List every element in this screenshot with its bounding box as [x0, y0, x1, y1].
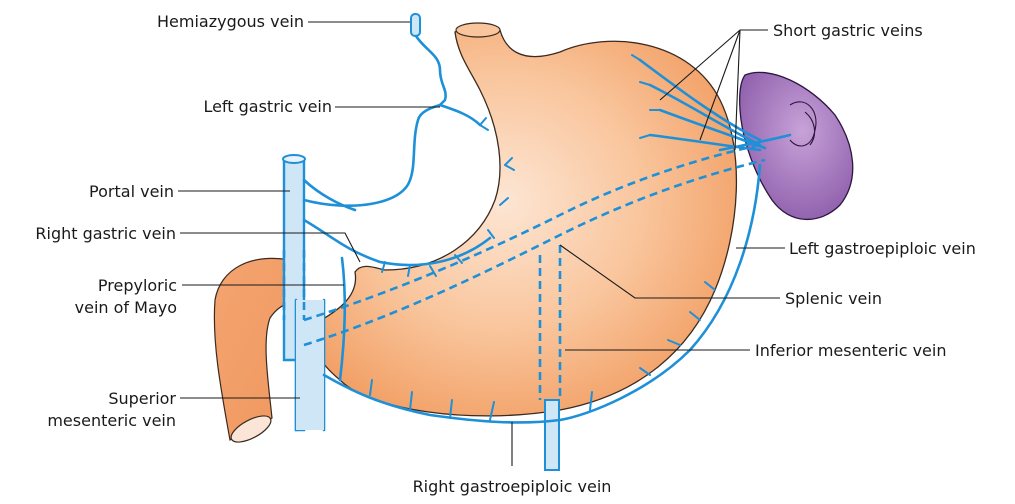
label-superior-mes-2: mesenteric vein — [47, 411, 176, 430]
label-prepyloric-2: vein of Mayo — [75, 298, 177, 317]
label-hemiazygous-vein: Hemiazygous vein — [157, 12, 304, 31]
label-superior-mes-1: Superior — [108, 389, 176, 408]
superior-mesenteric-vein-fill — [296, 300, 324, 430]
label-splenic-vein: Splenic vein — [785, 289, 882, 308]
label-right-gastric-vein: Right gastric vein — [35, 224, 176, 243]
hemiazygous-vein-stump — [411, 14, 420, 36]
esophagus-opening — [456, 23, 500, 37]
hemiazygous-vein — [416, 36, 446, 105]
inferior-mesenteric-vein — [545, 400, 559, 470]
label-prepyloric-1: Prepyloric — [98, 276, 177, 295]
label-inferior-mesenteric-vein: Inferior mesenteric vein — [755, 341, 946, 360]
portal-vein-top — [283, 155, 305, 163]
label-short-gastric-veins: Short gastric veins — [773, 21, 923, 40]
label-portal-vein: Portal vein — [89, 182, 174, 201]
label-right-gastroepiploic-vein: Right gastroepiploic vein — [413, 477, 612, 496]
label-left-gastric-vein: Left gastric vein — [203, 97, 332, 116]
left-gastric-vein-branch — [304, 105, 480, 210]
left-gastric-vein — [304, 105, 440, 206]
label-left-gastroepiploic-vein: Left gastroepiploic vein — [789, 239, 976, 258]
